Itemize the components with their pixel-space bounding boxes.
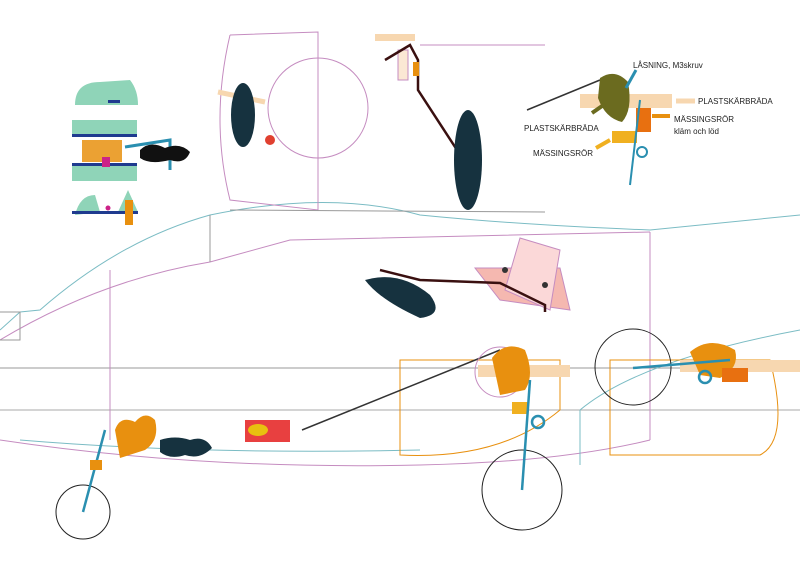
label-board-left: PLASTSKÄRBRÄDA <box>524 124 599 133</box>
label-brass-tube-right: MÄSSINGSRÖR <box>674 115 734 124</box>
main-gear <box>474 346 570 531</box>
fuselage-outline <box>0 202 800 467</box>
label-locking: LÅSNING, M3skruv <box>633 61 703 70</box>
leg-retract-top <box>375 34 482 210</box>
label-brass-tube-left: MÄSSINGSRÖR <box>533 149 593 158</box>
locking-detail <box>526 69 695 186</box>
right-gear <box>594 328 800 406</box>
label-clamp-solder: kläm och löd <box>674 127 719 136</box>
labels: LÅSNING, M3skruv PLASTSKÄRBRÄDA PLASTSKÄ… <box>524 61 773 158</box>
nose-gear <box>55 349 501 540</box>
leg-retracted-mid <box>365 237 571 318</box>
detail-parts <box>72 80 190 225</box>
section-view <box>217 31 546 213</box>
label-board-right: PLASTSKÄRBRÄDA <box>698 97 773 106</box>
